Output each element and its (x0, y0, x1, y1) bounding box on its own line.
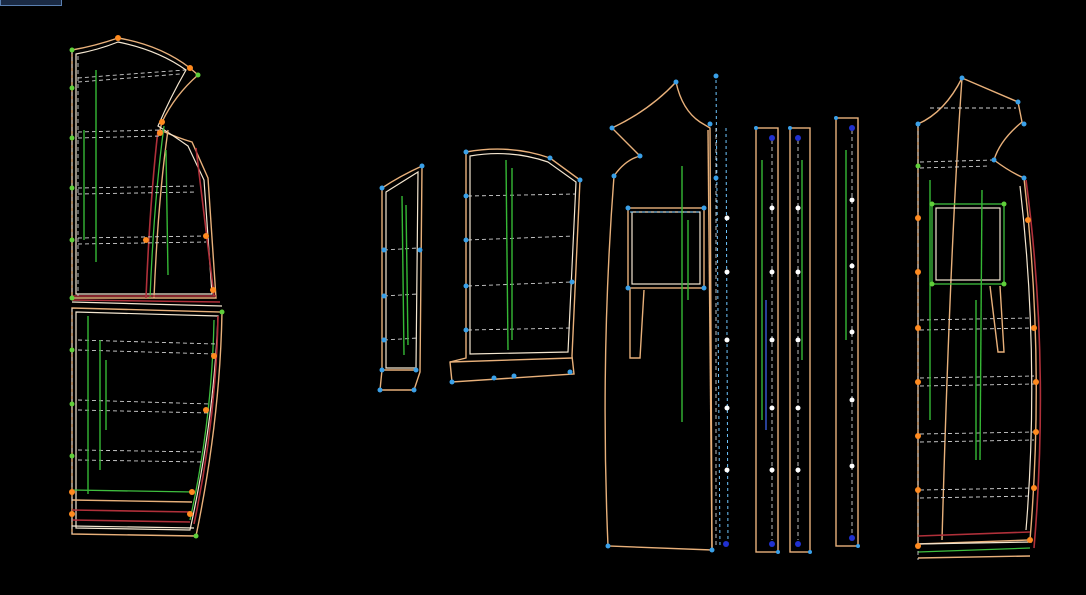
pattern-piece-front-panel[interactable] (604, 73, 730, 553)
pattern-piece-back-skirt[interactable] (69, 307, 225, 539)
pattern-piece-sleeve-narrow[interactable] (377, 163, 425, 393)
toolbar-stub[interactable] (0, 0, 62, 6)
pattern-piece-placket-2[interactable] (788, 126, 812, 554)
pattern-piece-sleeve-wide[interactable] (449, 148, 583, 385)
pattern-piece-back-bodice[interactable] (69, 35, 223, 307)
pattern-piece-placket-1[interactable] (754, 126, 780, 554)
pattern-piece-front-graded[interactable] (915, 75, 1042, 561)
pattern-piece-placket-3[interactable] (834, 116, 860, 548)
